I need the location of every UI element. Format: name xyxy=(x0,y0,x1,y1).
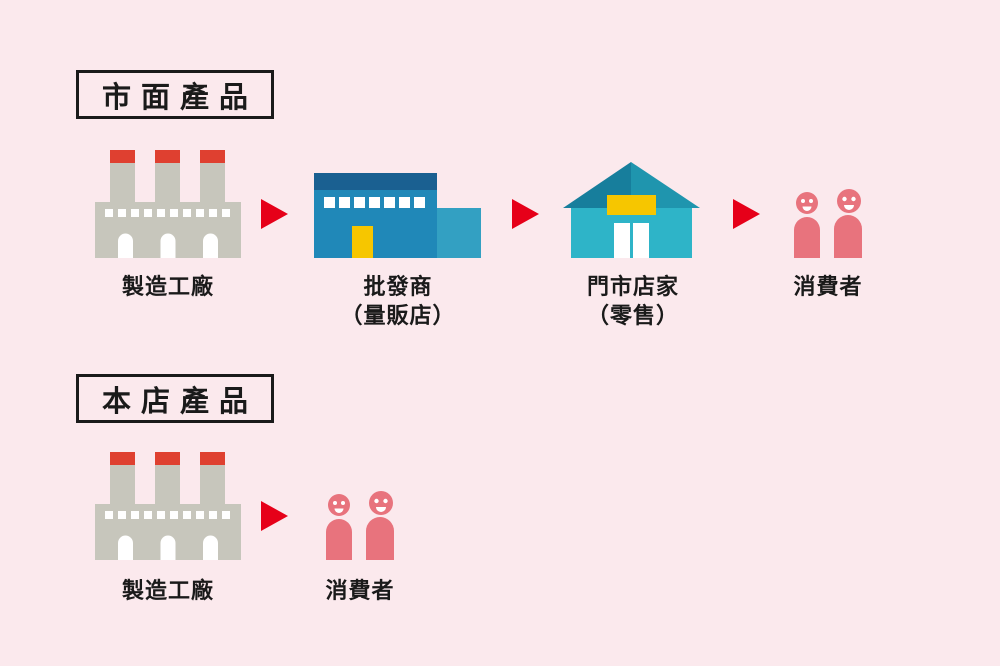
storefront-icon xyxy=(563,162,700,258)
consumer-label: 消費者 xyxy=(325,578,395,603)
arrow-right-icon xyxy=(261,199,288,229)
factory-label: 製造工廠 xyxy=(121,274,214,299)
section-own-title-box: 本店產品 xyxy=(76,374,274,423)
consumers-icon xyxy=(786,188,870,258)
store-label: 門市店家 （零售） xyxy=(586,274,679,329)
consumer-label: 消費者 xyxy=(793,274,863,299)
section-market-title-box: 市面產品 xyxy=(76,70,274,119)
factory-icon xyxy=(95,146,241,258)
factory-icon xyxy=(95,448,241,560)
consumers-icon xyxy=(318,490,402,560)
wholesaler-label: 批發商 （量販店） xyxy=(340,274,456,329)
arrow-right-icon xyxy=(733,199,760,229)
section-own-title: 本店產品 xyxy=(101,385,258,418)
wholesaler-warehouse-icon xyxy=(314,173,481,258)
factory-label: 製造工廠 xyxy=(121,578,214,603)
arrow-right-icon xyxy=(261,501,288,531)
section-market-title: 市面產品 xyxy=(101,81,258,114)
arrow-right-icon xyxy=(512,199,539,229)
